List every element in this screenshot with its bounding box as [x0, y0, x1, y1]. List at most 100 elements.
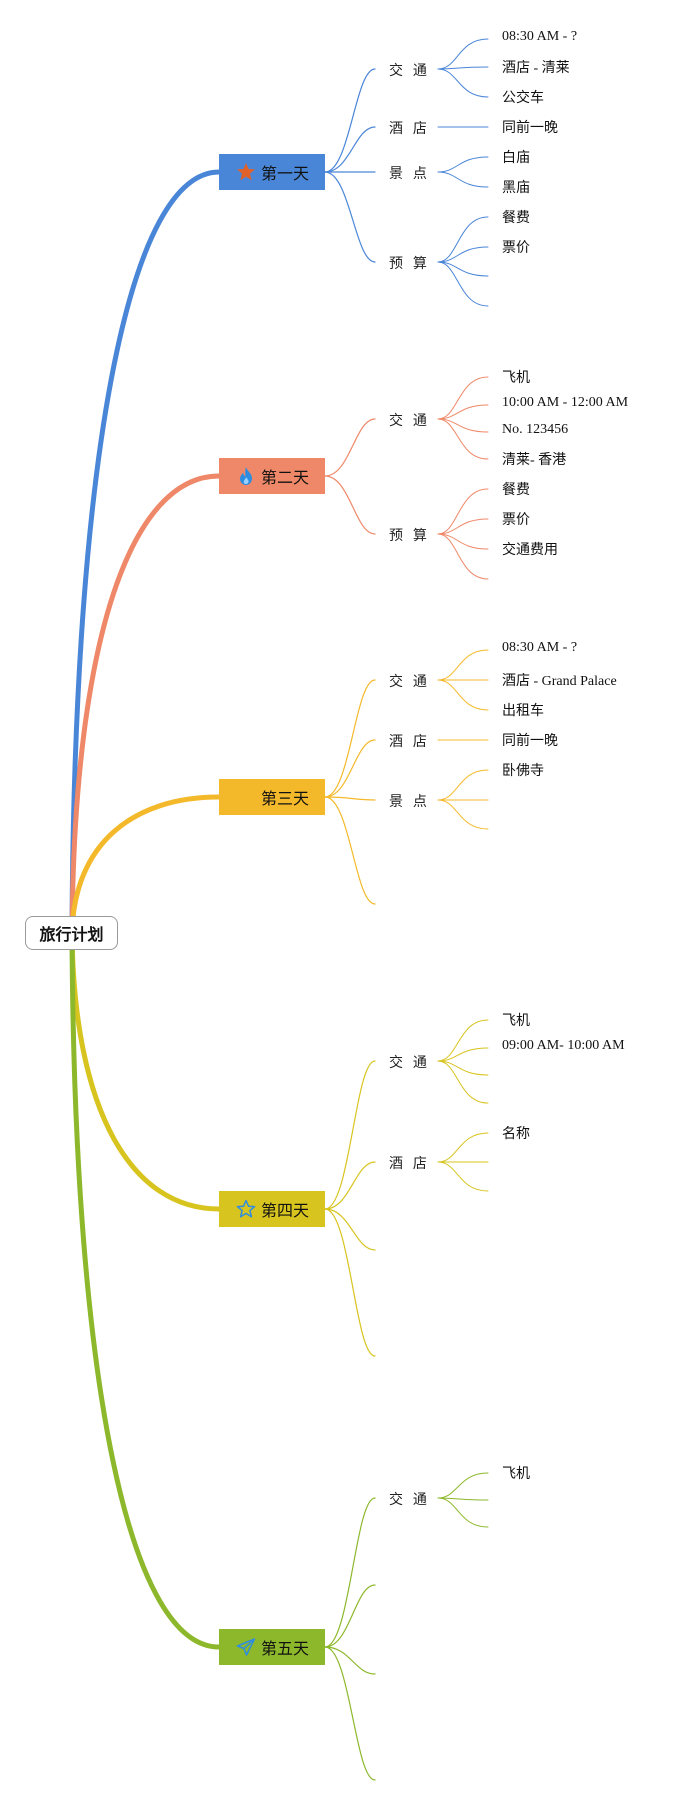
- category-to-leaf-link: [437, 418, 489, 460]
- category-to-leaf-link: [437, 156, 489, 173]
- leaf-label[interactable]: 酒店 - 清莱: [502, 61, 570, 76]
- category-to-leaf-link: [437, 1497, 489, 1528]
- category-to-leaf-link: [437, 404, 489, 420]
- root-to-day-link: [69, 794, 222, 936]
- leaf-label[interactable]: 飞机: [502, 371, 530, 386]
- category-to-leaf-link: [437, 1161, 489, 1192]
- category-label[interactable]: 景 点: [389, 793, 430, 809]
- day-to-category-link: [324, 171, 376, 263]
- category-label[interactable]: 酒 店: [389, 1155, 430, 1171]
- category-label[interactable]: 酒 店: [389, 120, 430, 136]
- leaf-label[interactable]: 09:00 AM- 10:00 AM: [502, 1038, 625, 1053]
- day-node-3[interactable]: 第三天: [219, 779, 325, 815]
- category-label[interactable]: 预 算: [389, 255, 430, 271]
- category-to-leaf-link: [437, 261, 489, 307]
- leaf-label[interactable]: 飞机: [502, 1014, 530, 1029]
- leaf-label[interactable]: 酒店 - Grand Palace: [502, 674, 617, 689]
- day-label: 第三天: [261, 791, 310, 808]
- day-to-category-link: [324, 418, 376, 477]
- leaf-label[interactable]: 名称: [502, 1127, 530, 1142]
- category-label[interactable]: 交 通: [389, 412, 430, 428]
- category-to-leaf-link: [437, 376, 489, 420]
- category-to-leaf-link: [437, 1060, 489, 1104]
- leaf-label[interactable]: No. 123456: [502, 422, 569, 437]
- day-to-category-link: [324, 1208, 376, 1357]
- category-label[interactable]: 交 通: [389, 1491, 430, 1507]
- category-to-leaf-link: [437, 799, 489, 830]
- day-to-category-link: [324, 68, 376, 173]
- root-label: 旅行计划: [39, 927, 104, 944]
- root-to-day-link: [69, 930, 222, 1212]
- leaf-label[interactable]: 票价: [502, 513, 530, 528]
- category-to-leaf-link: [437, 1132, 489, 1163]
- leaf-label[interactable]: 卧佛寺: [502, 764, 544, 779]
- day-node-5[interactable]: 第五天: [219, 1629, 325, 1665]
- category-to-leaf-link: [437, 171, 489, 188]
- category-label[interactable]: 预 算: [389, 527, 430, 543]
- category-to-leaf-link: [437, 679, 489, 711]
- star-outline-icon: [236, 1199, 256, 1218]
- day-node-2[interactable]: 第二天: [219, 458, 325, 494]
- root-node[interactable]: 旅行计划: [25, 916, 118, 950]
- category-to-leaf-link: [437, 518, 489, 535]
- category-to-leaf-link: [437, 533, 489, 580]
- day-to-category-link: [324, 796, 376, 905]
- star-icon: [237, 163, 255, 181]
- category-label[interactable]: 景 点: [389, 165, 430, 181]
- leaf-label[interactable]: 餐费: [502, 483, 530, 498]
- day-node-4[interactable]: 第四天: [219, 1191, 325, 1227]
- leaf-label[interactable]: 飞机: [502, 1467, 530, 1482]
- day-to-category-link: [324, 475, 376, 535]
- day-label: 第一天: [261, 166, 310, 183]
- day-to-category-link: [324, 126, 376, 173]
- leaf-label[interactable]: 08:30 AM - ?: [502, 640, 578, 655]
- leaf-label[interactable]: 08:30 AM - ?: [502, 29, 578, 44]
- category-to-leaf-link: [437, 66, 489, 70]
- leaf-label[interactable]: 出租车: [502, 704, 544, 719]
- day-to-category-link: [324, 796, 376, 801]
- category-to-leaf-link: [437, 68, 489, 98]
- category-to-leaf-link: [437, 1472, 489, 1499]
- day-label: 第二天: [261, 470, 310, 487]
- category-label[interactable]: 交 通: [389, 62, 430, 78]
- day-to-category-link: [324, 1646, 376, 1675]
- leaf-label[interactable]: 黑庙: [502, 181, 530, 196]
- root-to-day-link: [69, 930, 222, 1650]
- day-to-category-link: [324, 1208, 376, 1251]
- day-to-category-link: [324, 1161, 376, 1210]
- leaf-label[interactable]: 清莱- 香港: [502, 453, 567, 468]
- category-to-leaf-link: [437, 1019, 489, 1062]
- category-to-leaf-link: [437, 649, 489, 681]
- day-to-category-link: [324, 739, 376, 798]
- category-to-leaf-link: [437, 246, 489, 263]
- category-label[interactable]: 酒 店: [389, 733, 430, 749]
- leaf-label[interactable]: 餐费: [502, 211, 530, 226]
- leaf-label[interactable]: 同前一晚: [502, 121, 558, 136]
- category-to-leaf-link: [437, 533, 489, 550]
- root-to-day-link: [69, 473, 222, 936]
- leaf-label[interactable]: 票价: [502, 241, 530, 256]
- leaf-label[interactable]: 10:00 AM - 12:00 AM: [502, 395, 629, 410]
- root-to-day-link: [69, 169, 222, 936]
- leaf-label[interactable]: 公交车: [502, 91, 544, 106]
- day-label: 第五天: [261, 1641, 310, 1658]
- category-label[interactable]: 交 通: [389, 673, 430, 689]
- category-to-leaf-link: [437, 216, 489, 263]
- paper-plane-icon: [236, 1638, 256, 1656]
- category-to-leaf-link: [437, 769, 489, 801]
- category-to-leaf-link: [437, 38, 489, 70]
- day-to-category-link: [324, 1646, 376, 1781]
- day-node-1[interactable]: 第一天: [219, 154, 325, 190]
- leaf-label[interactable]: 交通费用: [502, 543, 558, 558]
- day-to-category-link: [324, 1584, 376, 1648]
- flame-icon: [240, 467, 252, 485]
- category-to-leaf-link: [437, 1047, 489, 1062]
- day-label: 第四天: [261, 1203, 310, 1220]
- day-to-category-link: [324, 679, 376, 798]
- leaf-label[interactable]: 白庙: [502, 151, 530, 166]
- category-to-leaf-link: [437, 488, 489, 535]
- category-label[interactable]: 交 通: [389, 1054, 430, 1070]
- leaf-label[interactable]: 同前一晚: [502, 734, 558, 749]
- day-to-category-link: [324, 1060, 376, 1210]
